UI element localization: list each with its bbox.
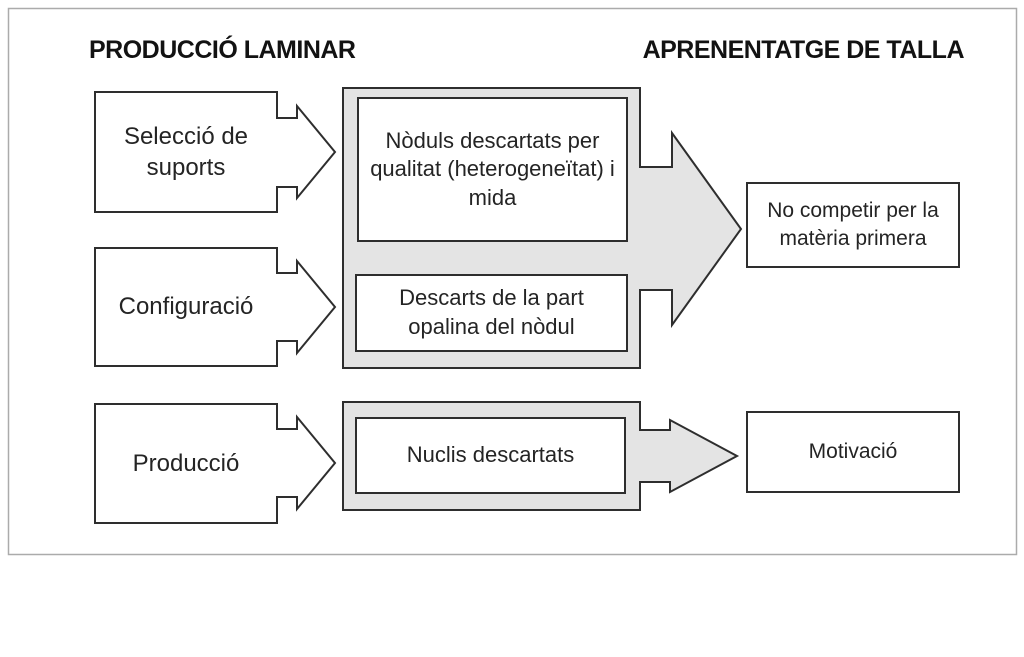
outcome-box-no-competir [746, 182, 960, 268]
discard-box-nuclis [355, 417, 626, 494]
discard-box-noduls [357, 97, 628, 242]
process-box-arrow-produccio [94, 403, 337, 524]
process-box-arrow-configuracio [94, 247, 337, 367]
column-title-produccio-laminar: PRODUCCIÓ LAMINAR [89, 36, 356, 64]
process-box-arrow-seleccio [94, 91, 337, 213]
column-title-aprenentatge-de-talla: APRENENTATGE DE TALLA [642, 36, 965, 64]
discard-box-descarts [355, 274, 628, 352]
slide-frame-border [7, 7, 1018, 556]
outcome-box-motivacio [746, 411, 960, 493]
